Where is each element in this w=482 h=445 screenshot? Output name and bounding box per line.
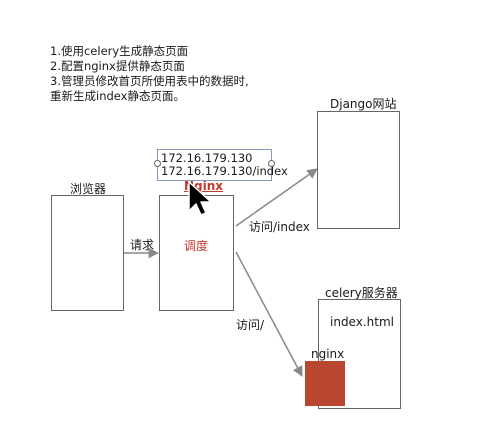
- browser-label: 浏览器: [70, 182, 107, 196]
- celery-file-label: index.html: [330, 315, 394, 329]
- django-label: Django网站: [330, 97, 397, 111]
- edge-label-visit-root: 访问/: [236, 318, 265, 332]
- scheduler-label: 调度: [184, 239, 209, 253]
- ip-text-box[interactable]: 172.16.179.130 172.16.179.130/index: [157, 149, 288, 181]
- arrow-to-django: [235, 168, 318, 227]
- resize-handle-right[interactable]: [268, 160, 275, 167]
- note-line-1: 1.使用celery生成静态页面: [50, 44, 189, 58]
- note-line-3: 3.管理员修改首页所使用表中的数据时,: [50, 74, 249, 88]
- note-line-4: 重新生成index静态页面。: [50, 89, 185, 103]
- scheduler-box: [159, 195, 234, 311]
- celery-label: celery服务器: [325, 286, 398, 300]
- nginx-block: [305, 361, 345, 406]
- note-line-2: 2.配置nginx提供静态页面: [50, 59, 185, 73]
- edge-label-visit-index: 访问/index: [249, 220, 310, 234]
- ip-line-2: 172.16.179.130/index: [161, 164, 288, 178]
- arrow-to-nginx: [235, 251, 303, 377]
- edge-label-request: 请求: [130, 238, 155, 252]
- django-box: [317, 111, 400, 229]
- ip-line-1: 172.16.179.130: [161, 151, 253, 165]
- nginx-block-label: nginx: [311, 347, 345, 361]
- resize-handle-left[interactable]: [154, 160, 161, 167]
- browser-box: [51, 195, 124, 311]
